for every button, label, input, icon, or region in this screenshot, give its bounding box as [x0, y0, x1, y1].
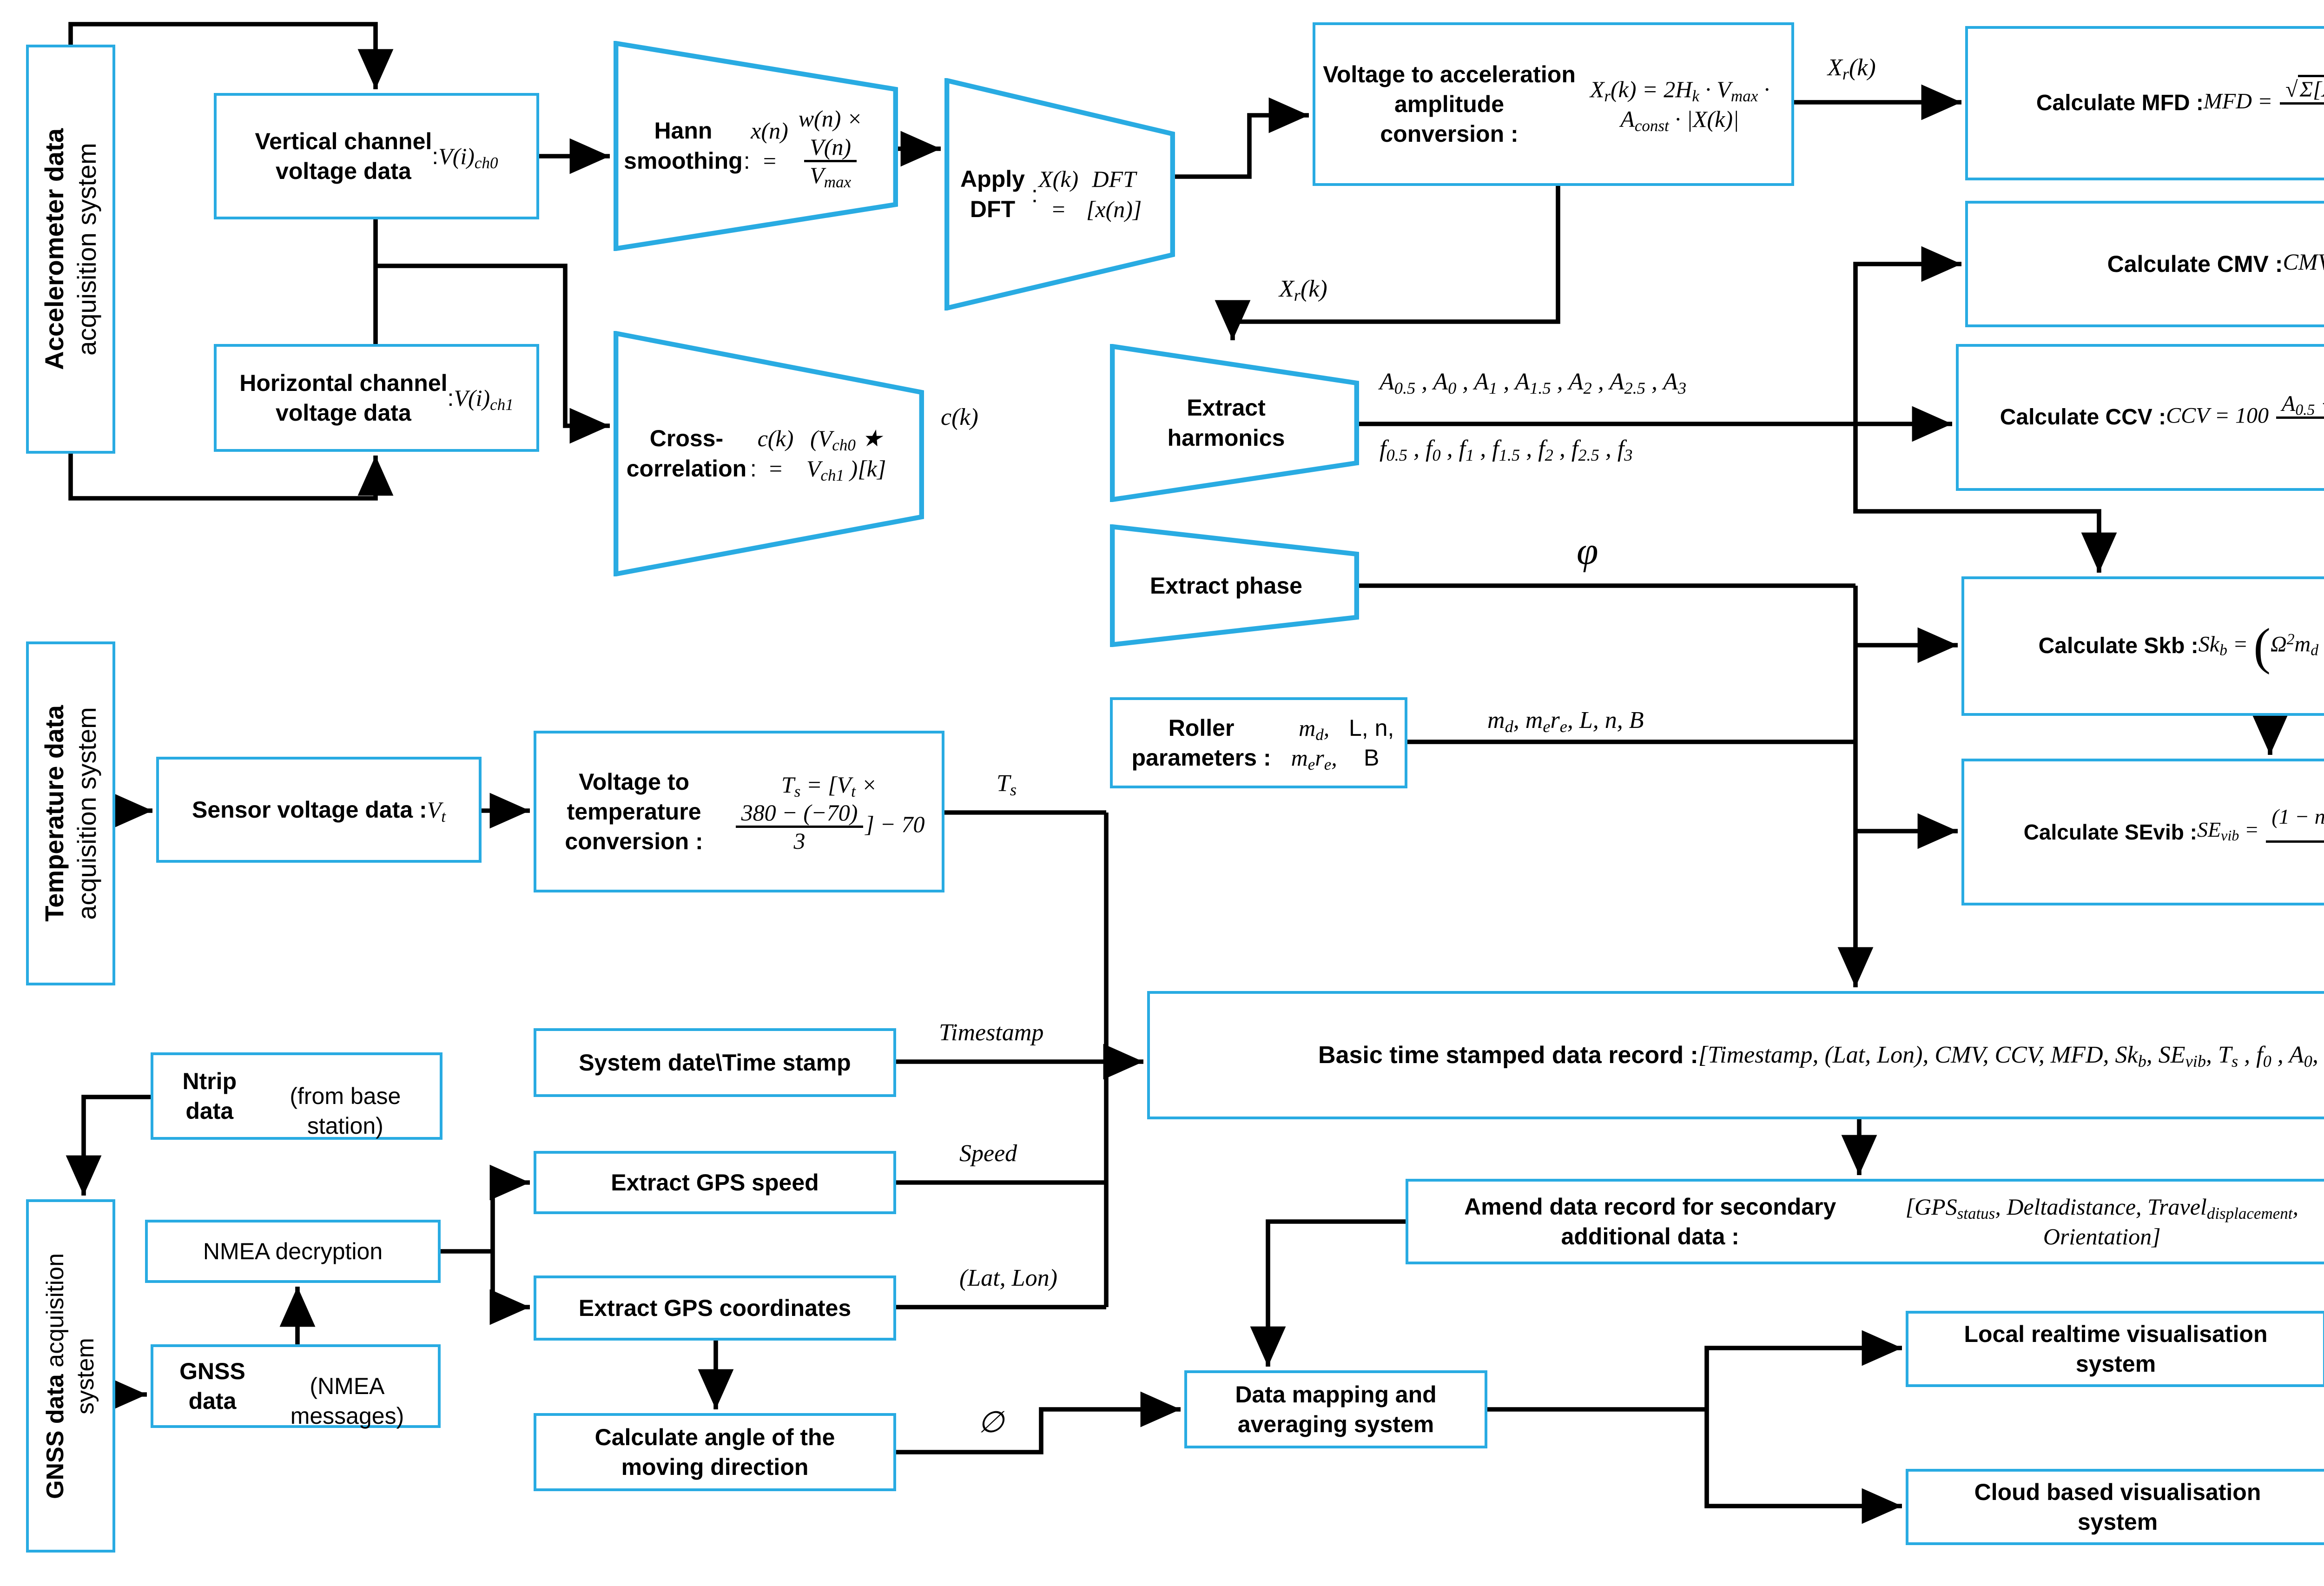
label-timestamp: Timestamp [939, 1019, 1044, 1046]
edge-bus-to-crosscorr [376, 264, 610, 444]
node-calculate-mfd: Calculate MFD :MFD = √Σ[Xr(ki)]2 − [Xr(k… [1965, 26, 2324, 180]
node-nmea-decryption: NMEA decryption [145, 1220, 441, 1283]
node-amend-data-record: Amend data record for secondary addition… [1406, 1179, 2324, 1264]
cross-correlation-label: Cross-correlation: c(k) =(Vch0 ★ Vch1 )[… [626, 425, 886, 484]
edge-ntrip-to-gnss [66, 1095, 151, 1196]
edge-to-localvis [1704, 1330, 1902, 1409]
label-angle: ∅ [978, 1406, 1004, 1439]
label-harmonic-amplitudes: A0.5 , A0 , A1 , A1.5 , A2 , A2.5 , A3 [1380, 369, 1687, 398]
label-roller-params: md, mere, L, n, B [1487, 707, 1644, 736]
temp-system-title: Temperature data [40, 705, 69, 922]
label-latlon: (Lat, Lon) [959, 1265, 1057, 1291]
accel-system-subtitle: acquisition system [72, 143, 101, 356]
extract-phase-label: Extract phase [1150, 572, 1302, 599]
edge-accel-to-vertical [68, 22, 394, 89]
node-sensor-voltage: Sensor voltage data :Vt [156, 757, 482, 863]
node-basic-data-record: Basic time stamped data record :[Timesta… [1147, 991, 2324, 1119]
node-system-date-timestamp: System date\Time stamp [534, 1028, 896, 1097]
label-ts: Ts [997, 770, 1017, 800]
edge-nmea-to-coord [489, 1251, 530, 1325]
apply-dft-label: Apply DFT :X(k) =DFT [x(n)] [960, 166, 1142, 222]
node-extract-gps-speed: Extract GPS speed [534, 1151, 896, 1214]
gnss-system-title: GNSS data acquisition [42, 1253, 69, 1499]
edge-dft-to-v2a [1175, 97, 1309, 179]
label-harmonic-frequencies: f0.5 , f0 , f1 , f1.5 , f2 , f2.5 , f3 [1380, 436, 1633, 465]
node-calculate-ccv: Calculate CCV :CCV = 100 A0.5 + A1.5 + A… [1956, 344, 2324, 491]
hann-smoothing-label: Hann smoothing: x(n) =w(n) × V(n)Vmax [624, 106, 863, 191]
node-calculate-cmv: Calculate CMV :CMV = 300 A2A0 [1965, 201, 2324, 327]
node-gnss-data: GNSS data(NMEA messages) [151, 1344, 441, 1429]
node-cross-correlation: Cross-correlation: c(k) =(Vch0 ★ Vch1 )[… [614, 331, 924, 576]
gnss-system-subtitle: system [72, 1337, 99, 1414]
label-ck: c(k) [941, 404, 978, 430]
label-xr-k-top: Xr(k) [1828, 54, 1876, 84]
edge-to-cloudvis [1704, 1409, 1902, 1524]
accel-system-title: Accelerometer data [40, 128, 69, 370]
node-hann-smoothing: Hann smoothing: x(n) =w(n) × V(n)Vmax [614, 41, 898, 251]
temp-system-subtitle: acquisition system [72, 707, 101, 920]
label-xr-k-mid: Xr(k) [1279, 276, 1327, 305]
edge-nmea-to-speed [489, 1164, 530, 1251]
node-calculate-sevib: Calculate SEvib :SEvib = (1 − n2) × [1 +… [1961, 759, 2324, 905]
edge-bus-to-skb-top [1853, 424, 2117, 573]
node-calculate-skb: Calculate Skb :Skb = (Ω2md + mere cos(φ)… [1961, 576, 2324, 716]
node-ntrip-data: Ntrip data(from base station) [151, 1052, 442, 1140]
node-apply-dft: Apply DFT :X(k) =DFT [x(n)] [944, 78, 1175, 311]
edge-v2a-to-harmonics [1215, 186, 1560, 340]
node-extract-gps-coordinates: Extract GPS coordinates [534, 1275, 896, 1341]
edge-angle-to-mapping [896, 1391, 1181, 1454]
label-speed: Speed [959, 1140, 1017, 1167]
node-roller-parameters: Roller parameters :md, mere, L, n, B [1110, 697, 1407, 788]
edge-bus-to-cmv [1853, 246, 1961, 424]
label-phi: φ [1577, 529, 1598, 573]
edge-amend-to-mapping [1250, 1219, 1406, 1367]
edge-accel-to-horizontal [68, 454, 394, 501]
node-extract-phase: Extract phase [1110, 524, 1359, 647]
